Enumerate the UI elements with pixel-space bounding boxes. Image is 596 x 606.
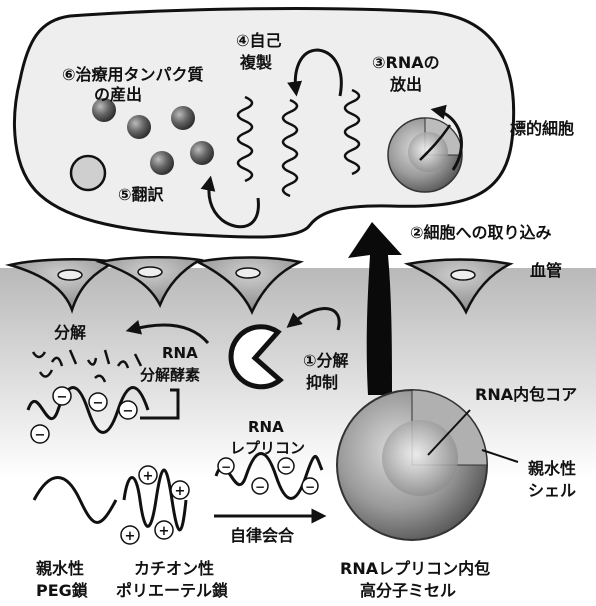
plus-sign: + (139, 466, 157, 484)
minus-sign: − (89, 393, 107, 411)
minus-sign: − (278, 458, 294, 474)
minus-sign: − (218, 458, 234, 474)
svg-text:+: + (159, 524, 170, 539)
peg-label-line1: 親水性 (36, 559, 84, 578)
hydrophilic-shell-label-line2: シェル (528, 481, 576, 500)
step3-label-line2: 放出 (389, 75, 422, 94)
peg-label-line2: PEG鎖 (36, 581, 89, 600)
step4-label-line1: ④自己 (236, 31, 282, 50)
replicon-label-line1: RNA (248, 418, 284, 436)
micelle-label-line1: RNAレプリコン内包 (340, 559, 490, 578)
svg-text:−: − (93, 396, 104, 411)
svg-text:−: − (57, 390, 68, 405)
replicon-label-line2: レプリコン (230, 439, 305, 457)
polymeric-micelle (337, 390, 487, 540)
svg-text:+: + (175, 484, 186, 499)
svg-text:−: − (255, 480, 265, 494)
peg-chain-wave (34, 478, 116, 523)
svg-text:+: + (143, 469, 154, 484)
protein-sphere (150, 151, 174, 175)
svg-text:−: − (221, 460, 231, 474)
rna-core (382, 420, 458, 496)
micelle-label-line2: 高分子ミセル (360, 581, 456, 600)
step4-label-line2: 複製 (239, 53, 272, 72)
blood-vessel-label: 血管 (530, 261, 562, 280)
rna-core-label: RNA内包コア (475, 385, 577, 404)
plus-sign: + (171, 481, 189, 499)
svg-text:−: − (123, 404, 134, 419)
svg-text:+: + (125, 529, 136, 544)
hydrophilic-shell-label-line1: 親水性 (528, 459, 576, 478)
rnase-label-line2: 分解酵素 (140, 366, 200, 384)
minus-sign: − (53, 387, 71, 405)
vesicle-circle (71, 156, 105, 190)
step1-label-line2: 抑制 (306, 373, 338, 392)
protein-sphere (190, 141, 214, 165)
cationic-label-line2: ポリエーテル鎖 (116, 581, 229, 600)
plus-sign: + (155, 521, 173, 539)
step1-label-line1: ①分解 (303, 351, 349, 370)
protein-sphere (171, 106, 195, 130)
minus-sign: − (252, 478, 268, 494)
svg-text:−: − (305, 480, 315, 494)
svg-text:−: − (35, 428, 46, 443)
minus-sign: − (119, 401, 137, 419)
self-assembly-label: 自律会合 (230, 526, 295, 545)
svg-text:−: − (281, 460, 291, 474)
step5-label: ⑤翻訳 (118, 185, 165, 204)
target-cell-label: 標的細胞 (510, 119, 574, 138)
plus-sign: + (121, 526, 139, 544)
cationic-label-line1: カチオン性 (134, 559, 214, 578)
step6-label-line2: の産出 (94, 85, 142, 104)
minus-sign: − (302, 478, 318, 494)
step3-label-line1: ③RNAの (372, 53, 440, 72)
degradation-label: 分解 (54, 323, 86, 342)
minus-sign: − (31, 425, 49, 443)
rnase-label-line1: RNA (162, 344, 198, 362)
micelle-in-cell (388, 118, 462, 192)
step6-label-line1: ⑥治療用タンパク質 (62, 65, 204, 84)
step2-label: ②細胞への取り込み (410, 223, 552, 242)
protein-sphere (127, 115, 151, 139)
